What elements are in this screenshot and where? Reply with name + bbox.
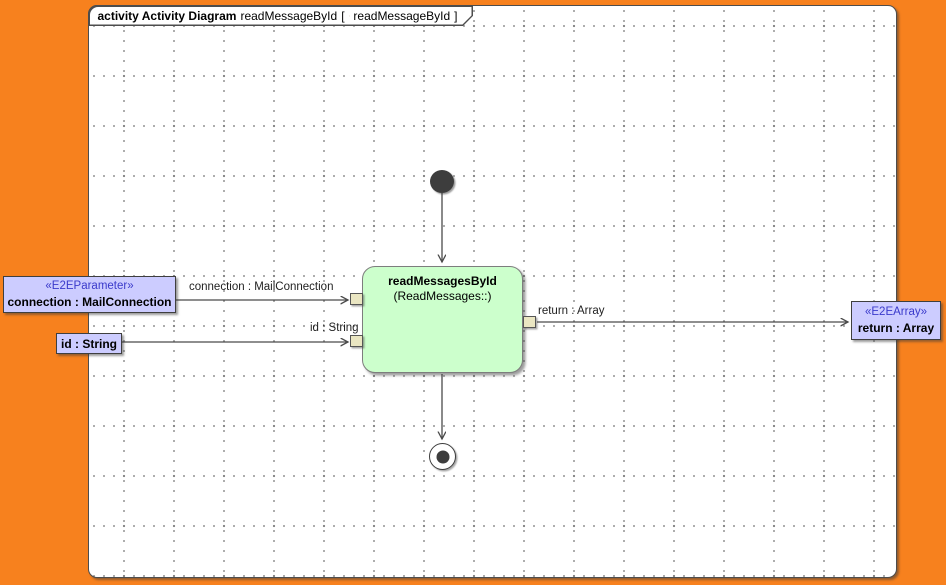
frame-keyword-title: activity Activity Diagram bbox=[97, 8, 237, 23]
input-pin-id[interactable] bbox=[350, 335, 363, 347]
frame-bracket-open: [ bbox=[341, 8, 345, 23]
initial-node[interactable] bbox=[430, 170, 454, 193]
frame-context-name: readMessageById bbox=[353, 8, 451, 23]
edge-label-return[interactable]: return : Array bbox=[538, 305, 605, 317]
frame-diagram-name: readMessageById bbox=[240, 8, 338, 23]
frame-header-tab[interactable]: activity Activity Diagram readMessageByI… bbox=[88, 5, 473, 26]
result-node-return-array[interactable]: «E2EArray» return : Array bbox=[851, 301, 941, 340]
parameter-node-id[interactable]: id : String bbox=[56, 333, 122, 354]
parameter-node-connection[interactable]: «E2EParameter» connection : MailConnecti… bbox=[3, 276, 176, 313]
edge-label-id[interactable]: id : String bbox=[310, 322, 359, 334]
edge-label-connection[interactable]: connection : MailConnection bbox=[189, 281, 334, 293]
frame-bracket-close: ] bbox=[454, 8, 458, 23]
output-pin-return[interactable] bbox=[523, 316, 536, 328]
input-pin-connection[interactable] bbox=[350, 293, 363, 305]
action-node-readMessagesById[interactable]: readMessagesById (ReadMessages::) bbox=[362, 266, 523, 373]
activity-final-node[interactable] bbox=[429, 443, 456, 470]
parameter-connection-stereotype: «E2EParameter» bbox=[45, 280, 134, 292]
result-array-stereotype: «E2EArray» bbox=[864, 306, 927, 318]
action-name: readMessagesById bbox=[388, 274, 497, 288]
parameter-id-name: id : String bbox=[61, 336, 117, 351]
activity-diagram-icon bbox=[349, 9, 350, 23]
action-behavior: (ReadMessages::) bbox=[393, 289, 492, 303]
parameter-connection-name: connection : MailConnection bbox=[7, 295, 172, 309]
result-array-name: return : Array bbox=[857, 321, 935, 335]
